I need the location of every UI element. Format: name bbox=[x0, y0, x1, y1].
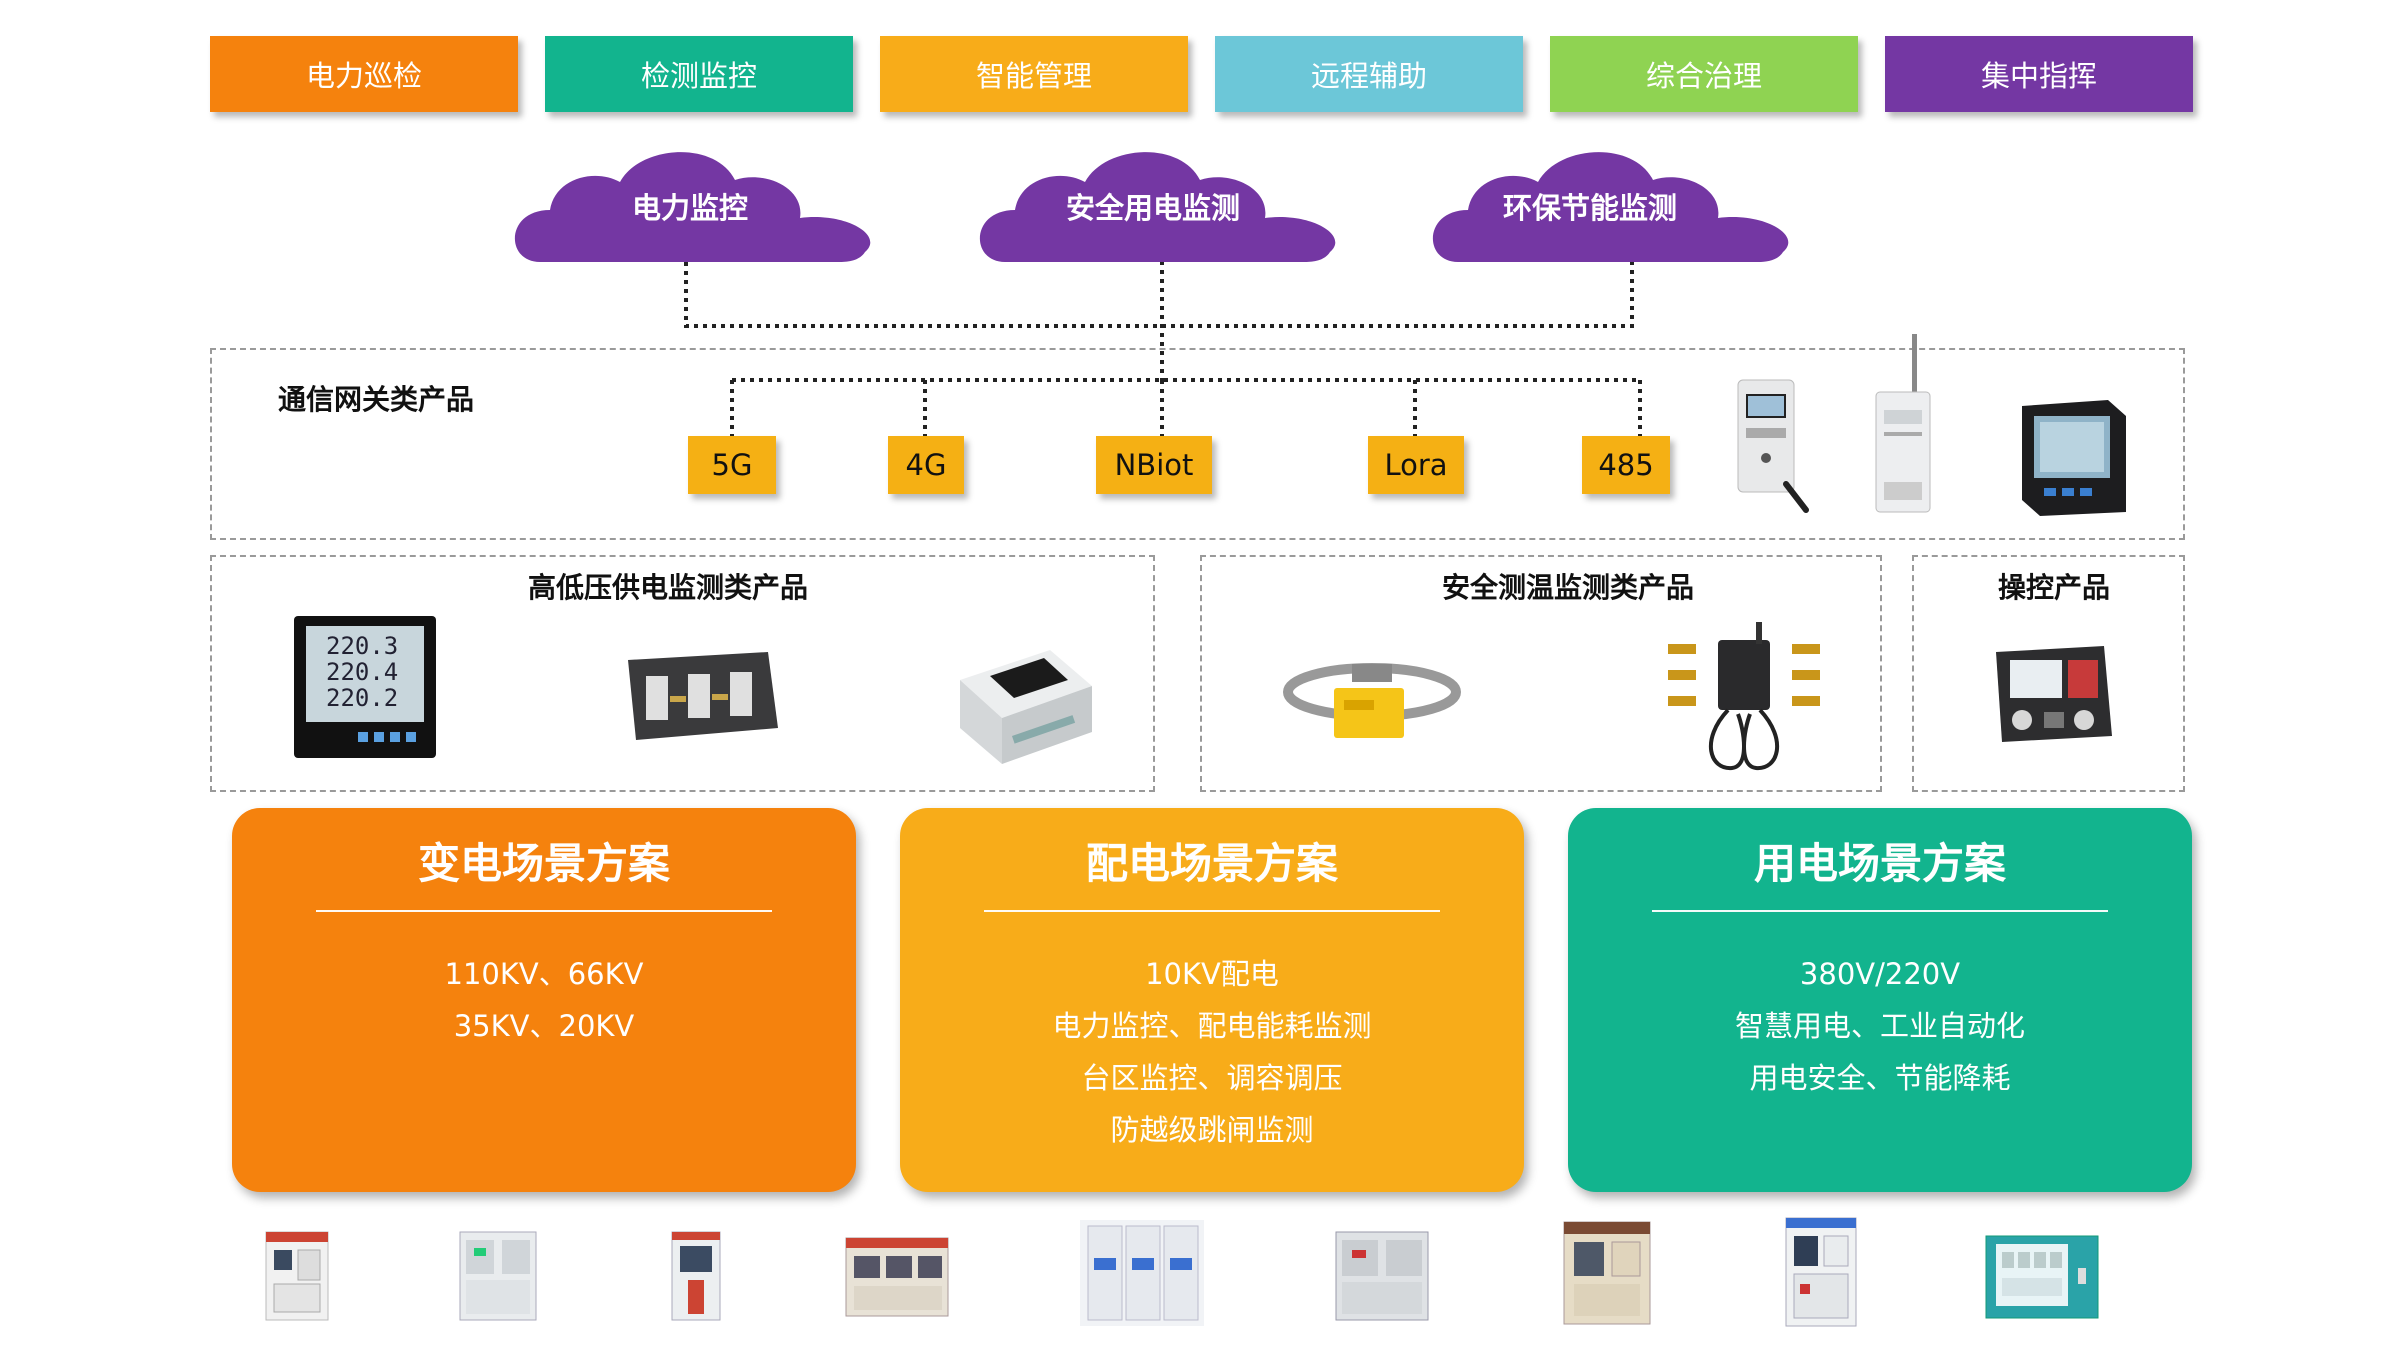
switchgear-cabinet-icon bbox=[1785, 1217, 1857, 1327]
control-products-frame bbox=[1912, 555, 2185, 792]
cloud-eco-energy-monitoring bbox=[1432, 152, 1789, 262]
scenario-divider bbox=[984, 910, 1440, 912]
scenario-lines-consumption: 380V/220V 智慧用电、工业自动化 用电安全、节能降耗 bbox=[1568, 948, 2192, 1104]
gateway-section-title: 通信网关类产品 bbox=[278, 383, 475, 416]
cloud-label-eco-energy-monitoring: 环保节能监测 bbox=[1502, 191, 1677, 225]
cloud-safe-power-monitoring bbox=[979, 152, 1336, 262]
scenario-line: 110KV、66KV bbox=[444, 957, 644, 991]
panel-meter-icon bbox=[2022, 400, 2126, 516]
wireless-temperature-collector-icon bbox=[1668, 622, 1820, 771]
protocol-nbiot: NBiot bbox=[1096, 436, 1212, 494]
category-button-comprehensive-governance[interactable]: 综合治理 bbox=[1550, 36, 1858, 112]
temperature-section-title: 安全测温监测类产品 bbox=[1442, 571, 1695, 604]
protocol-5g: 5G bbox=[688, 436, 776, 494]
switch-controller-icon bbox=[1996, 646, 2112, 742]
switchgear-cabinet-icon bbox=[1563, 1221, 1651, 1325]
lcd-power-meter-icon: 220.3 220.4 220.2 bbox=[294, 616, 436, 758]
meter-reading-2: 220.4 bbox=[326, 658, 398, 686]
scenario-card-distribution: 配电场景方案 10KV配电 电力监控、配电能耗监测 台区监控、调容调压 防越级跳… bbox=[900, 808, 1524, 1192]
din-rail-meter-icon bbox=[1737, 379, 1809, 513]
scenario-card-substation: 变电场景方案 110KV、66KV 35KV、20KV bbox=[232, 808, 856, 1192]
switchgear-cabinet-icon bbox=[1335, 1231, 1429, 1321]
switchgear-cabinet-icon bbox=[459, 1231, 537, 1321]
din-io-module-icon bbox=[960, 650, 1092, 764]
scenario-card-consumption: 用电场景方案 380V/220V 智慧用电、工业自动化 用电安全、节能降耗 bbox=[1568, 808, 2192, 1192]
switchgear-cabinet-icon bbox=[265, 1231, 329, 1321]
cloud-label-power-monitoring: 电力监控 bbox=[631, 191, 748, 225]
category-button-remote-assist[interactable]: 远程辅助 bbox=[1215, 36, 1523, 112]
gateway-products-frame bbox=[210, 348, 2185, 540]
scenario-lines-distribution: 10KV配电 电力监控、配电能耗监测 台区监控、调容调压 防越级跳闸监测 bbox=[900, 948, 1524, 1156]
scenario-line: 35KV、20KV bbox=[453, 1009, 635, 1043]
meter-reading-1: 220.3 bbox=[326, 632, 398, 660]
protocol-lora: Lora bbox=[1368, 436, 1464, 494]
temperature-monitoring-frame bbox=[1200, 555, 1882, 792]
scenario-line: 用电安全、节能降耗 bbox=[1749, 1061, 2011, 1095]
protocol-4g: 4G bbox=[888, 436, 964, 494]
scenario-line: 380V/220V bbox=[1799, 957, 1961, 991]
cloud-label-safe-power-monitoring: 安全用电监测 bbox=[1065, 191, 1240, 225]
category-button-central-command[interactable]: 集中指挥 bbox=[1885, 36, 2193, 112]
antenna-module-icon bbox=[1875, 334, 1931, 513]
cloud-power-monitoring bbox=[514, 152, 871, 262]
distribution-box-icon bbox=[1985, 1235, 2099, 1319]
scenario-line: 电力监控、配电能耗监测 bbox=[1052, 1009, 1372, 1043]
hv-lv-supply-frame bbox=[210, 555, 1155, 792]
scenario-lines-substation: 110KV、66KV 35KV、20KV bbox=[232, 948, 856, 1052]
scenario-line: 智慧用电、工业自动化 bbox=[1734, 1009, 2025, 1043]
switchgear-cabinet-icon bbox=[671, 1231, 721, 1321]
category-button-smart-management[interactable]: 智能管理 bbox=[880, 36, 1188, 112]
current-transformer-module-icon bbox=[628, 652, 778, 740]
hv-lv-section-title: 高低压供电监测类产品 bbox=[528, 571, 809, 604]
control-section-title: 操控产品 bbox=[1998, 571, 2111, 604]
scenario-title-substation: 变电场景方案 bbox=[417, 839, 670, 888]
scenario-title-distribution: 配电场景方案 bbox=[1085, 839, 1338, 888]
scenario-title-consumption: 用电场景方案 bbox=[1753, 839, 2006, 888]
clamp-temperature-sensor-icon bbox=[1283, 663, 1461, 738]
scenario-line: 防越级跳闸监测 bbox=[1110, 1113, 1314, 1147]
category-button-detection-monitoring[interactable]: 检测监控 bbox=[545, 36, 853, 112]
meter-reading-3: 220.2 bbox=[326, 684, 398, 712]
switchgear-cabinet-icon bbox=[1080, 1220, 1204, 1326]
protocol-485: 485 bbox=[1582, 436, 1670, 494]
scenario-divider bbox=[316, 910, 772, 912]
scenario-line: 10KV配电 bbox=[1145, 957, 1279, 991]
scenario-divider bbox=[1652, 910, 2108, 912]
switchgear-cabinet-icon bbox=[845, 1237, 949, 1317]
category-button-power-inspection[interactable]: 电力巡检 bbox=[210, 36, 518, 112]
scenario-line: 台区监控、调容调压 bbox=[1081, 1061, 1343, 1095]
